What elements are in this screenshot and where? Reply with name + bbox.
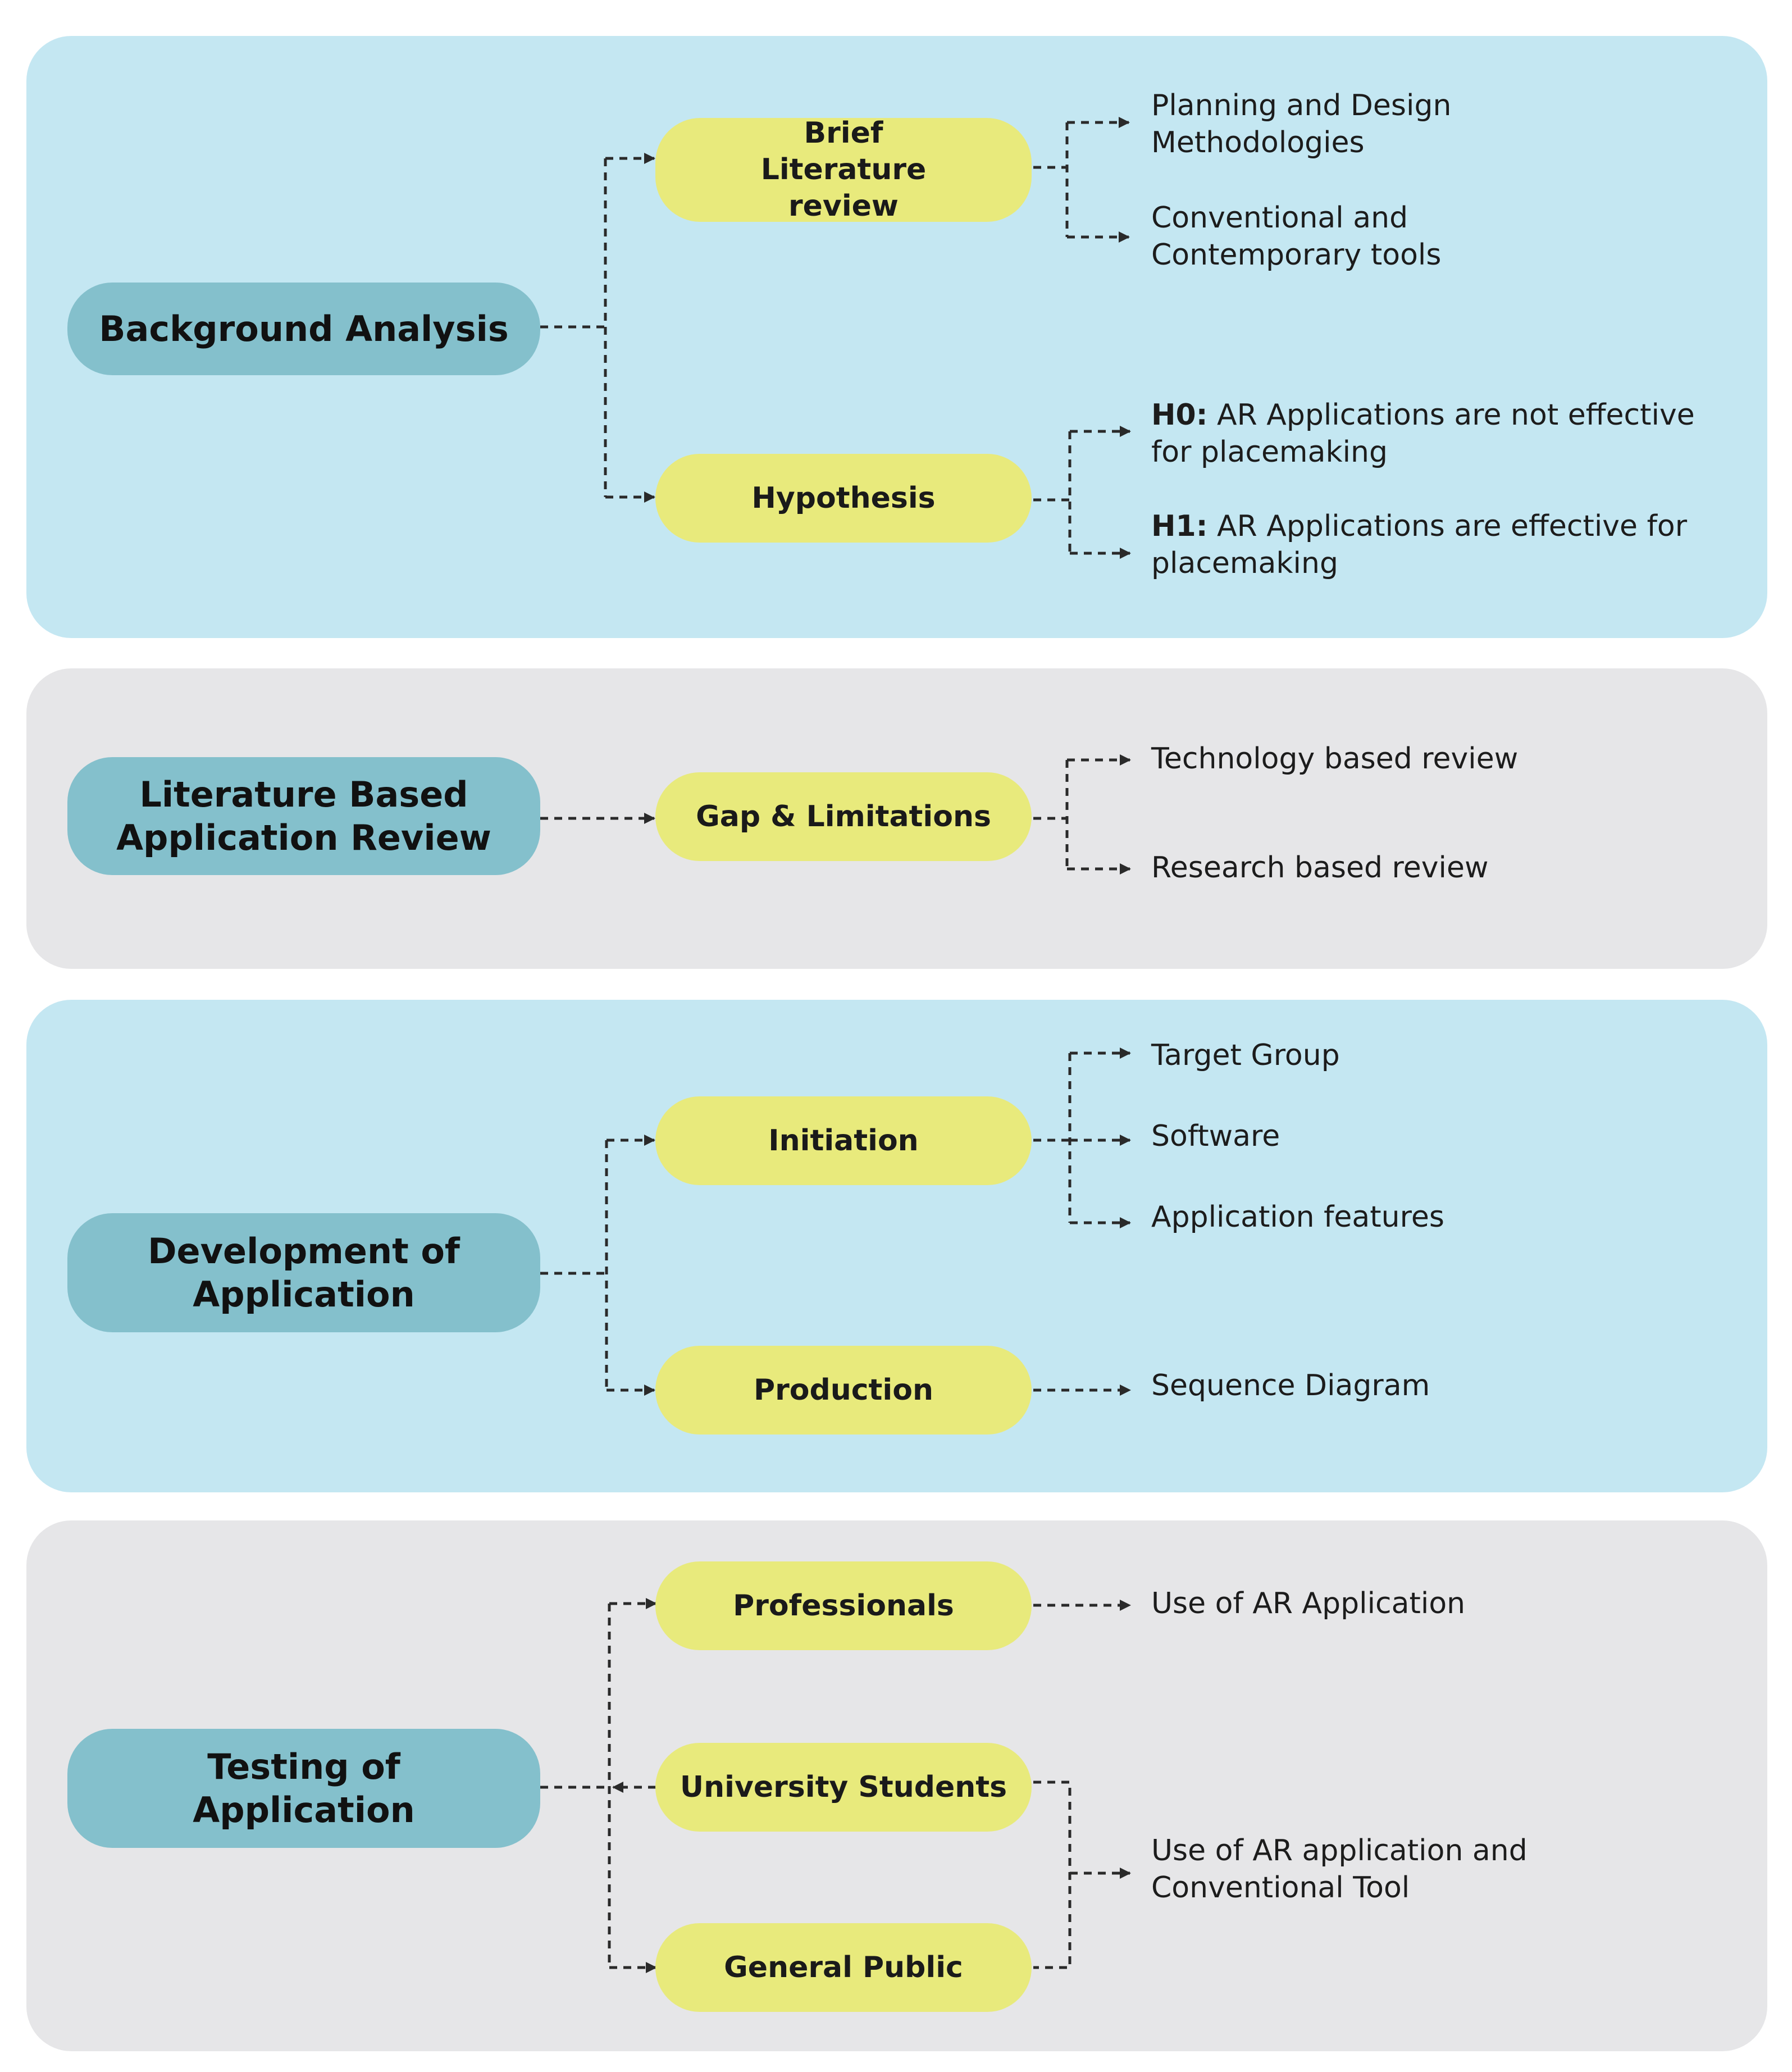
leaf-line: Contemporary tools — [1151, 238, 1442, 272]
leaf-line: Technology based review — [1151, 742, 1519, 776]
leaf-line: Software — [1151, 1119, 1280, 1153]
node-professionals: Professionals — [655, 1561, 1032, 1650]
leaf-technology-review: Technology based review — [1151, 740, 1518, 777]
node-initiation: Initiation — [655, 1096, 1032, 1185]
leaf-use-of-ar-and-conventional: Use of AR application and Conventional T… — [1151, 1832, 1527, 1906]
leaf-line: Application features — [1151, 1200, 1444, 1234]
node-label: Gap & Limitations — [696, 799, 991, 834]
leaf-line: Use of AR application and — [1151, 1834, 1527, 1868]
leaf-line: Conventional Tool — [1151, 1871, 1410, 1905]
leaf-application-features: Application features — [1151, 1199, 1444, 1236]
leaf-line: Methodologies — [1151, 126, 1365, 160]
leaf-line: Sequence Diagram — [1151, 1369, 1430, 1402]
leaf-conventional-tools: Conventional and Contemporary tools — [1151, 199, 1441, 274]
leaf-software: Software — [1151, 1118, 1280, 1155]
connector-students-public-branch — [1033, 1780, 1071, 1969]
leaf-line: H0: AR Applications are not effective — [1151, 397, 1695, 434]
phase-label: Testing of Application — [193, 1746, 415, 1831]
leaf-target-group: Target Group — [1151, 1037, 1340, 1074]
node-label: General Public — [724, 1950, 963, 1984]
leaf-line: for placemaking — [1151, 435, 1388, 469]
leaf-use-of-ar-application: Use of AR Application — [1151, 1585, 1465, 1622]
phase-development-of-application: Development of Application — [67, 1213, 540, 1332]
leaf-planning-design: Planning and Design Methodologies — [1151, 87, 1451, 161]
phase-testing-of-application: Testing of Application — [67, 1729, 540, 1848]
node-university-students: University Students — [655, 1743, 1032, 1832]
leaf-sequence-diagram: Sequence Diagram — [1151, 1367, 1430, 1404]
leaf-line: Planning and Design — [1151, 89, 1452, 122]
phase-label: Development of Application — [148, 1230, 460, 1315]
phase-literature-based-review: Literature Based Application Review — [67, 757, 540, 875]
leaf-hypothesis-h0: H0: AR Applications are not effective fo… — [1151, 397, 1695, 471]
node-label: Professionals — [733, 1588, 954, 1623]
node-gap-limitations: Gap & Limitations — [655, 772, 1032, 861]
node-label: Production — [754, 1373, 933, 1407]
connector-gap-branch — [1033, 760, 1069, 869]
node-general-public: General Public — [655, 1923, 1032, 2012]
phase-label: Literature Based Application Review — [116, 773, 491, 859]
hypothesis-text: AR Applications are effective for — [1207, 509, 1688, 543]
node-brief-literature-review: Brief Literature review — [655, 116, 1032, 223]
leaf-line: Research based review — [1151, 851, 1489, 885]
phase-label: Background Analysis — [99, 308, 509, 349]
hypothesis-text: AR Applications are not effective — [1207, 398, 1695, 432]
connector-phase4-branch — [540, 1604, 611, 1968]
leaf-line: placemaking — [1151, 547, 1338, 580]
connector-initiation-branch — [1033, 1053, 1071, 1223]
connector-phase1-branch — [540, 158, 607, 497]
phase-background-analysis: Background Analysis — [67, 283, 540, 375]
node-label: University Students — [680, 1770, 1007, 1804]
connector-brief-branch — [1033, 122, 1069, 237]
hypothesis-prefix: H0: — [1151, 398, 1208, 432]
node-label: Brief Literature review — [760, 116, 927, 223]
leaf-line: Conventional and — [1151, 201, 1408, 235]
leaf-hypothesis-h1: H1: AR Applications are effective for pl… — [1151, 508, 1687, 582]
connector-phase3-branch — [540, 1140, 608, 1390]
node-hypothesis: Hypothesis — [655, 454, 1032, 543]
node-label: Initiation — [768, 1123, 919, 1158]
leaf-line: H1: AR Applications are effective for — [1151, 508, 1687, 545]
leaf-line: Target Group — [1151, 1039, 1340, 1072]
connector-hypothesis-branch — [1033, 431, 1071, 553]
leaf-line: Use of AR Application — [1151, 1587, 1466, 1620]
node-production: Production — [655, 1346, 1032, 1435]
node-label: Hypothesis — [751, 481, 936, 515]
hypothesis-prefix: H1: — [1151, 509, 1208, 543]
leaf-research-review: Research based review — [1151, 849, 1489, 886]
